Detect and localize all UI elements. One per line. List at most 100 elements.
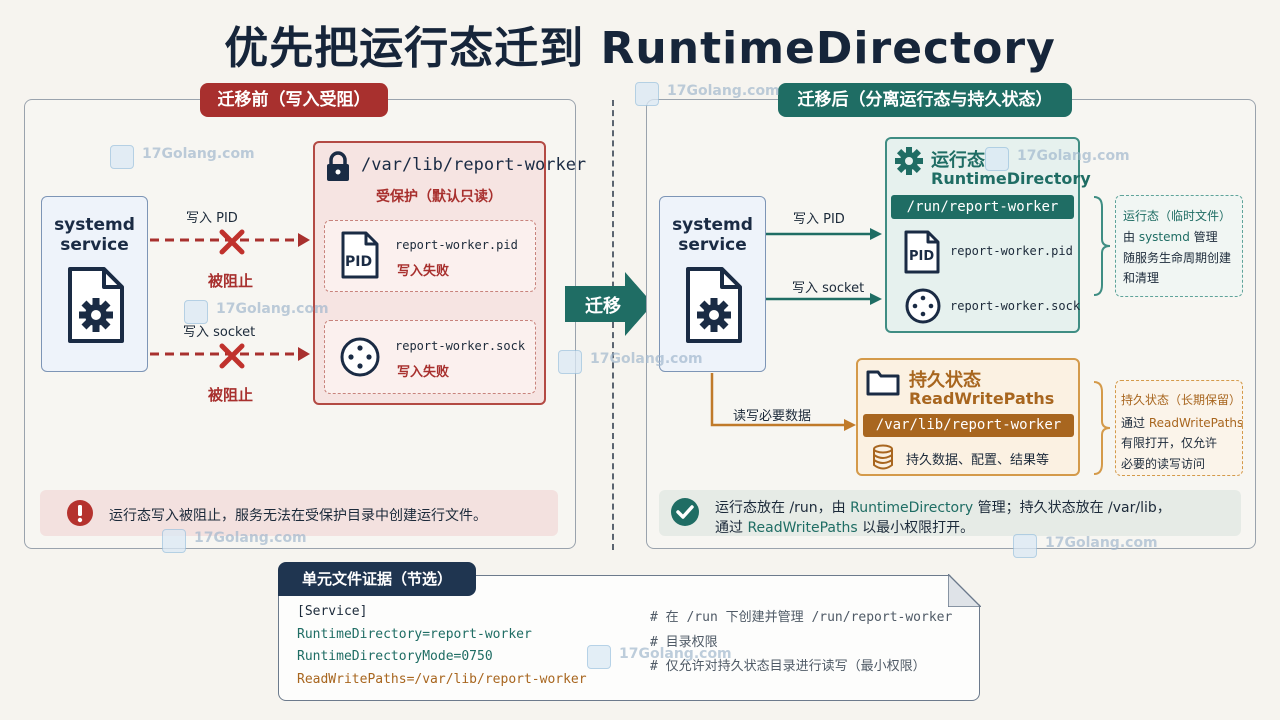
watermark-logo-icon — [985, 147, 1009, 171]
blocked-label-2: 被阻止 — [208, 386, 254, 404]
socket-icon — [905, 288, 941, 324]
persist-title: 持久状态 — [909, 370, 981, 391]
watermark-logo-icon — [184, 300, 208, 324]
x-mark-icon — [219, 343, 245, 369]
persist-note — [1115, 380, 1243, 476]
persist-path-bar: /var/lib/report-worker — [863, 414, 1074, 437]
pid-file-icon — [904, 230, 940, 274]
runtime-pid-file: report-worker.pid — [950, 244, 1073, 258]
runtime-note-title: 运行态（临时文件） — [1123, 209, 1232, 223]
pid-icon-text: PID — [909, 249, 935, 264]
protected-dir-subtitle: 受保护（默认只读） — [376, 189, 502, 205]
watermark-logo-icon — [635, 82, 659, 106]
systemd-service-box-after: systemd service — [659, 196, 766, 372]
x-mark-icon — [219, 229, 245, 255]
runtime-title: 运行态 — [931, 150, 985, 171]
code-line-2-key: RuntimeDirectory=report-worker — [297, 627, 532, 642]
code-line-4-key: ReadWritePaths=/var/lib/report-worker — [297, 672, 587, 687]
watermark-text: 17Golang.com — [142, 146, 255, 162]
pid-file-icon — [341, 231, 379, 279]
summary-line1-c: 管理；持久状态放在 /var/lib， — [973, 500, 1171, 516]
summary-line1-a: 运行态放在 /run，由 — [715, 500, 851, 516]
watermark-text: 17Golang.com — [619, 646, 732, 662]
watermark-logo-icon — [162, 529, 186, 553]
pid-file-status: 写入失败 — [397, 264, 450, 279]
runtime-note-line2: 随服务生命周期创建 — [1123, 251, 1232, 265]
watermark-logo-icon — [587, 645, 611, 669]
runtime-note-line3: 和清理 — [1123, 271, 1160, 285]
runtime-note-line1: 由 systemd 管理 — [1123, 228, 1218, 245]
persist-brace — [1093, 381, 1111, 475]
runtime-sock-file: report-worker.sock — [950, 299, 1081, 313]
code-line-2-comment: # 目录权限 — [650, 635, 718, 650]
socket-file-name-before: report-worker.sock — [395, 339, 526, 353]
watermark-text: 17Golang.com — [194, 530, 307, 546]
watermark-text: 17Golang.com — [216, 301, 329, 317]
runtime-subtitle: RuntimeDirectory — [931, 169, 1091, 188]
watermark-logo-icon — [558, 350, 582, 374]
document-gear-icon — [67, 267, 124, 343]
watermark-logo-icon — [110, 145, 134, 169]
rw-arrow-label: 读写必要数据 — [733, 409, 812, 424]
exclamation-icon — [67, 500, 93, 526]
panel-divider — [612, 100, 614, 550]
runtime-note-line1-hl: systemd — [1138, 230, 1190, 244]
migrate-label: 迁移 — [585, 296, 621, 317]
persist-note-line1-hl: ReadWritePaths — [1148, 416, 1244, 430]
runtime-arrows — [710, 228, 882, 431]
service-name-line1: systemd — [672, 215, 753, 235]
persist-note-line3: 必要的读写访问 — [1121, 457, 1206, 471]
runtime-path-bar: /run/report-worker — [891, 195, 1074, 219]
code-line-3-key: RuntimeDirectoryMode=0750 — [297, 649, 493, 664]
summary-line1: 运行态放在 /run，由 RuntimeDirectory 管理；持久状态放在 … — [715, 497, 1171, 517]
code-tab: 单元文件证据（节选） — [278, 562, 476, 596]
pid-file-name-before: report-worker.pid — [395, 238, 518, 252]
arrow-label-socket-after: 写入 socket — [792, 281, 865, 296]
service-name-line2: service — [60, 235, 129, 255]
protected-dir-path: /var/lib/report-worker — [361, 155, 587, 175]
unit-file-code-box — [278, 575, 980, 701]
summary-line2-a: 通过 — [715, 520, 748, 536]
runtime-note-line1-post: 管理 — [1189, 230, 1218, 244]
persist-note-title: 持久状态（长期保留） — [1121, 393, 1242, 407]
folder-icon — [866, 370, 900, 396]
arrow-label-pid-after: 写入 PID — [793, 212, 845, 227]
blocked-arrows — [150, 233, 310, 361]
watermark-text: 17Golang.com — [667, 83, 780, 99]
summary-line2-c: 以最小权限打开。 — [857, 520, 975, 536]
pid-icon-text: PID — [345, 254, 373, 270]
summary-alert — [659, 490, 1241, 536]
persist-note-line1: 通过 ReadWritePaths — [1121, 414, 1243, 431]
runtime-brace — [1093, 196, 1111, 296]
code-line-3-comment: # 仅允许对持久状态目录进行读写（最小权限） — [650, 659, 926, 674]
blocked-label-1: 被阻止 — [208, 272, 254, 290]
arrow-label-socket: 写入 socket — [183, 325, 256, 340]
code-line-1-key: [Service] — [297, 604, 368, 619]
socket-icon — [340, 337, 380, 377]
lock-icon — [327, 151, 349, 181]
check-icon — [671, 498, 699, 526]
persist-subtitle: ReadWritePaths — [909, 389, 1055, 408]
page-fold-corner — [948, 574, 981, 607]
arrow-label-pid: 写入 PID — [186, 211, 238, 226]
systemd-service-box-before: systemd service — [41, 196, 148, 372]
code-line-1-comment: # 在 /run 下创建并管理 /run/report-worker — [650, 610, 953, 625]
watermark-text: 17Golang.com — [1045, 535, 1158, 551]
database-icon — [873, 444, 893, 470]
blocked-alert — [40, 490, 558, 536]
summary-line1-b: RuntimeDirectory — [850, 500, 974, 516]
socket-file-status: 写入失败 — [397, 365, 450, 380]
gear-icon — [895, 147, 923, 175]
summary-line2-b: ReadWritePaths — [747, 520, 858, 536]
document-gear-icon — [685, 267, 742, 343]
page-title: 优先把运行态迁到 RuntimeDirectory — [224, 23, 1056, 74]
watermark-text: 17Golang.com — [1017, 148, 1130, 164]
persist-note-line2: 有限打开，仅允许 — [1121, 436, 1218, 450]
runtime-note — [1115, 195, 1243, 297]
after-pill: 迁移后（分离运行态与持久状态） — [778, 83, 1072, 117]
runtime-note-line1-pre: 由 — [1123, 230, 1139, 244]
migrate-arrow — [565, 272, 653, 336]
watermark-logo-icon — [1013, 534, 1037, 558]
persist-desc: 持久数据、配置、结果等 — [906, 453, 1050, 468]
service-name-line2: service — [678, 235, 747, 255]
